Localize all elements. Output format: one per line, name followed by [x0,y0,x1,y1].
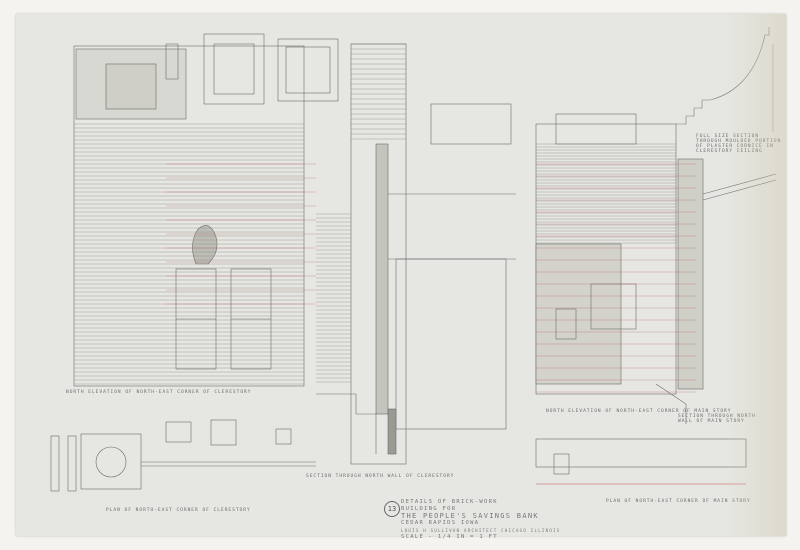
plan-main-story [535,438,747,485]
label-section-main: SECTION THROUGH NORTH WALL OF MAIN STORY [678,414,756,424]
north-elevation-main-story [430,103,677,395]
plaster-cornice-profile [676,27,770,125]
label-plan-clerestory: PLAN OF NORTH-EAST CORNER OF CLERESTORY [106,508,251,513]
title-line: CEDAR RAPIDS IOWA [401,520,480,526]
plan-clerestory [50,419,316,492]
sheet-number: 13 [384,501,400,517]
title-line: BUILDING FOR [401,506,457,512]
architectural-drawing [50,27,777,492]
label-cornice: FULL SIZE SECTION THROUGH MOULDED PORTIO… [696,134,782,154]
section-clerestory [316,43,516,465]
drawing-sheet: NORTH ELEVATION OF NORTH-EAST CORNER OF … [16,14,786,540]
title-project: THE PEOPLE'S SAVINGS BANK [401,512,539,520]
label-elev-clerestory: NORTH ELEVATION OF NORTH-EAST CORNER OF … [66,390,252,395]
label-elev-main: NORTH ELEVATION OF NORTH-EAST CORNER OF … [546,409,732,414]
title-scale: SCALE - 1/4 IN = 1 FT [401,534,498,540]
label-plan-main: PLAN OF NORTH-EAST CORNER OF MAIN STORY [606,499,751,504]
label-section-clerestory: SECTION THROUGH NORTH WALL OF CLERESTORY [306,474,455,479]
section-main-story [655,158,777,424]
title-line: DETAILS OF BRICK-WORK [401,499,498,505]
north-elevation-clerestory [73,45,305,387]
title-block: DETAILS OF BRICK-WORK BUILDING FOR THE P… [401,499,560,541]
title-architect: LOUIS H SULLIVAN ARCHITECT CHICAGO ILLIN… [401,528,561,533]
